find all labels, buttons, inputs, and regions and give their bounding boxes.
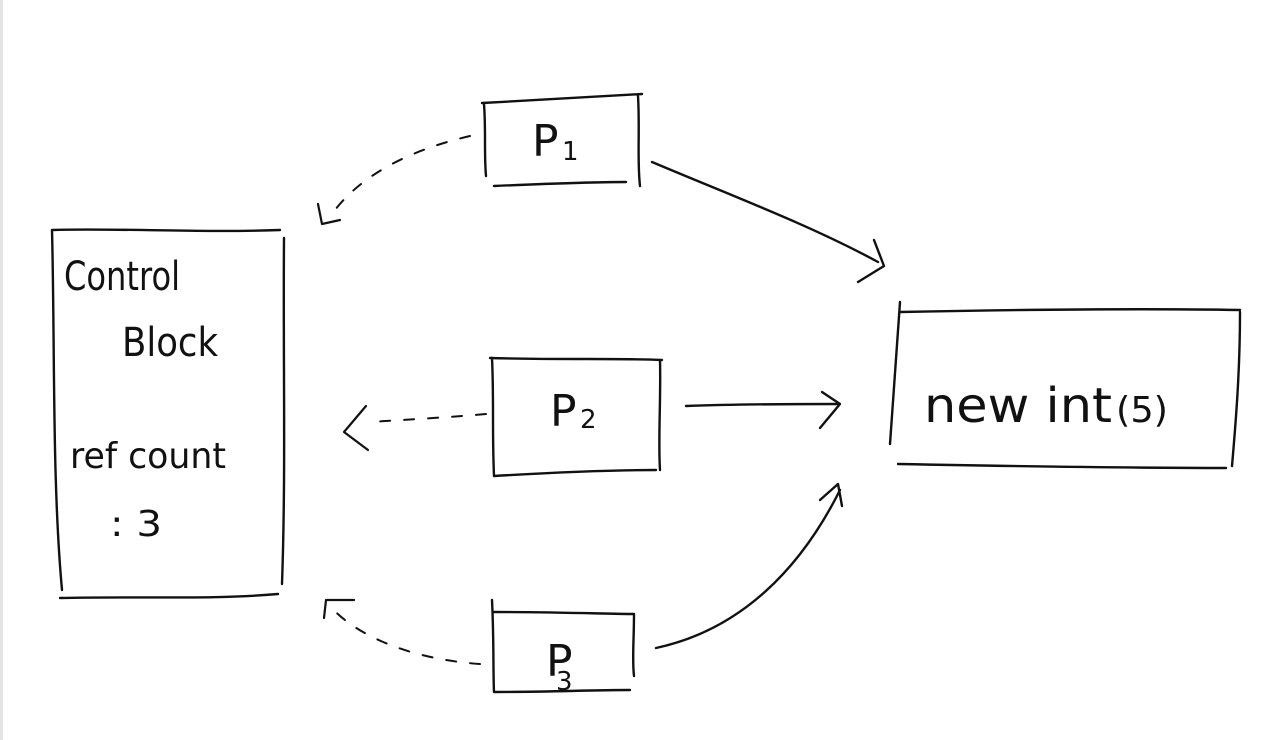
pointer-p3-subscript: 3 <box>556 667 573 697</box>
arrow-p1-to-object <box>650 160 880 264</box>
control-block-arrowheads <box>316 202 370 620</box>
arrowhead-p3-to-object-icon <box>818 482 844 508</box>
control-block-arrows <box>329 135 487 665</box>
pointer-p3-border <box>490 598 636 694</box>
arrow-p2-to-object <box>684 402 840 408</box>
ref-count-value: : 3 <box>110 504 162 545</box>
pointer-p2-subscript: 2 <box>580 405 597 435</box>
pointer-p1-subscript: 1 <box>562 137 579 167</box>
arrowhead-p1-to-object-icon <box>856 238 886 284</box>
arrowhead-p1-to-control-block-icon <box>316 202 342 226</box>
pointer-p1: P 1 <box>480 92 644 188</box>
arrow-p1-to-control-block <box>331 135 471 215</box>
arrow-p2-to-control-block <box>369 413 487 423</box>
ref-count-label: ref count <box>70 436 226 477</box>
arrow-p3-to-control-block <box>329 605 481 665</box>
managed-object-argument: (5) <box>1116 390 1168 431</box>
arrowhead-p2-to-object-icon <box>818 390 842 430</box>
page-edge-rule <box>0 0 3 740</box>
pointer-p2: P 2 <box>488 356 664 478</box>
pointer-p3-label: P <box>546 636 573 687</box>
object-arrows <box>650 160 886 650</box>
control-block-title-line2: Block <box>122 320 219 366</box>
arrowhead-p3-to-control-block-icon <box>322 598 356 620</box>
pointer-p2-label: P <box>550 386 577 437</box>
control-block-title-line1: Control <box>64 254 180 300</box>
control-block: Control Block ref count : 3 <box>50 228 286 600</box>
pointer-p1-border <box>480 92 644 188</box>
managed-object-border <box>888 300 1242 470</box>
control-block-border <box>50 228 286 600</box>
managed-object: new int (5) <box>888 300 1242 470</box>
pointer-p1-label: P <box>532 116 559 167</box>
arrowhead-p2-to-control-block-icon <box>342 404 370 452</box>
pointer-p2-border <box>488 356 664 478</box>
arrow-p3-to-object <box>654 488 842 650</box>
pointer-p3: P 3 <box>490 598 636 697</box>
managed-object-label: new int <box>924 378 1112 434</box>
